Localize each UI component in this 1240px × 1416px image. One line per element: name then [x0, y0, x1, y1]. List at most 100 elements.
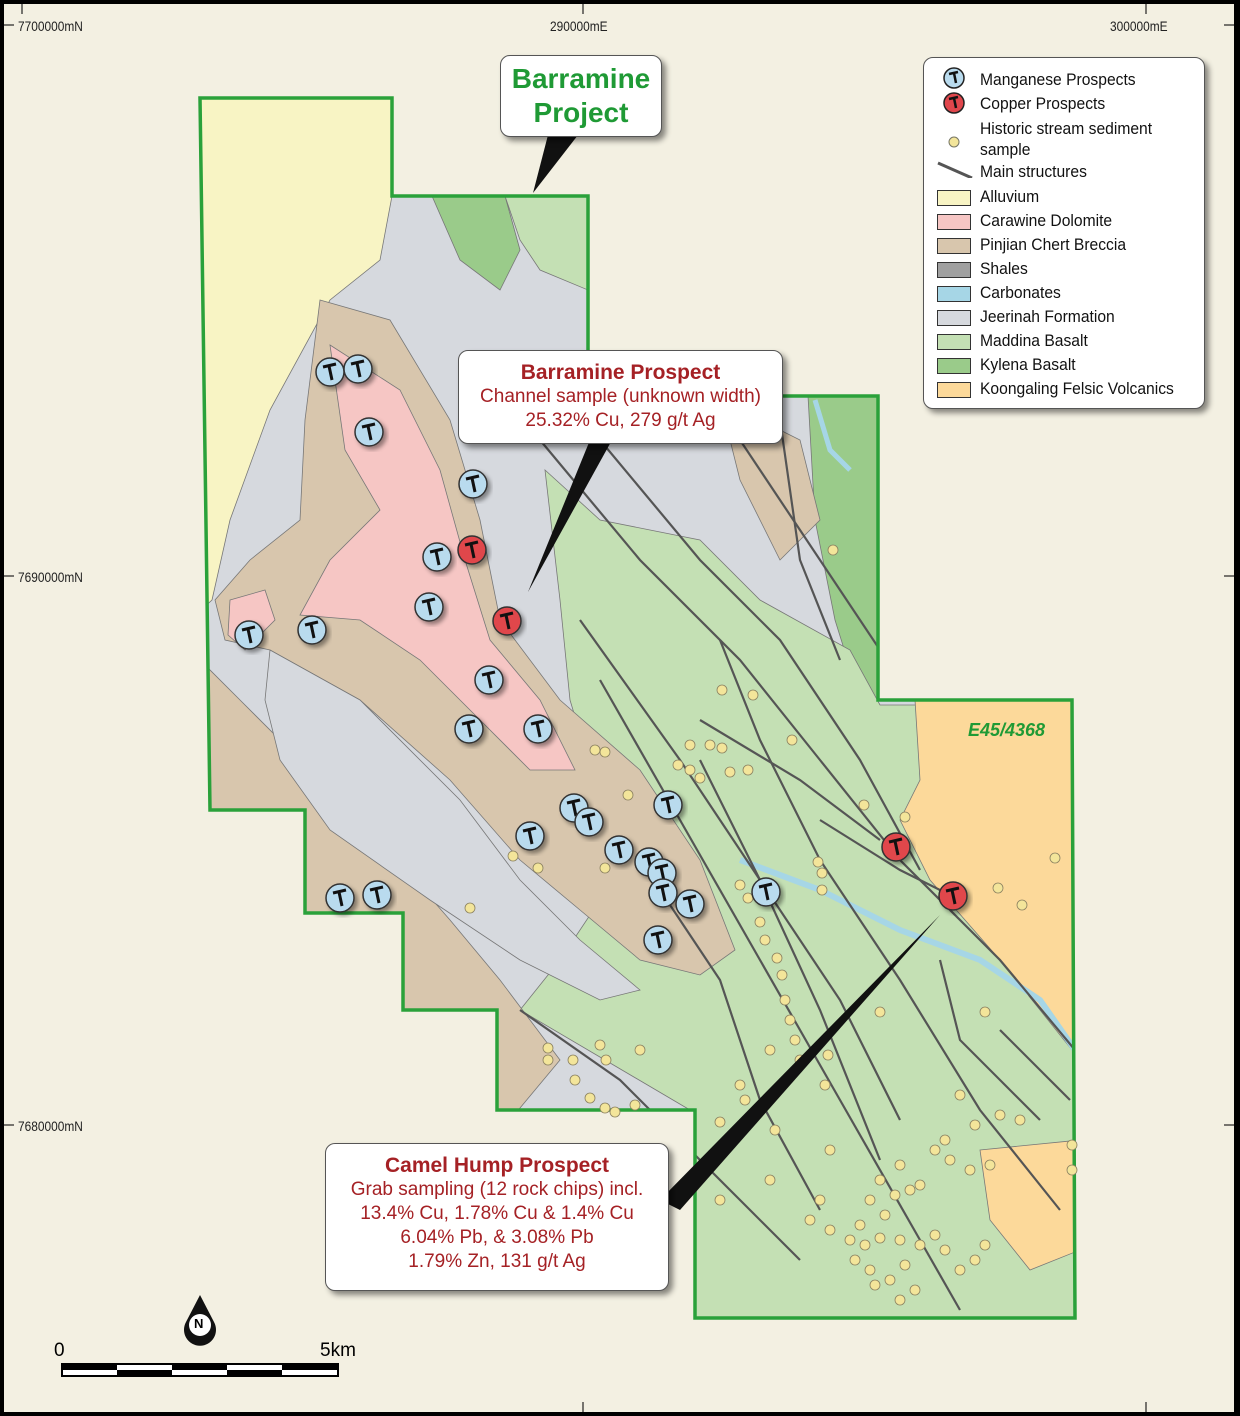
sample-dot-icon	[464, 902, 476, 914]
north-arrow-icon	[183, 1295, 216, 1346]
sample-dot-icon	[884, 1274, 896, 1286]
northing-label: 7700000mN	[18, 18, 83, 34]
sample-dot-icon	[969, 1119, 981, 1131]
carbonates-unit	[812, 399, 852, 472]
callout-pointer	[660, 915, 940, 1210]
sample-dot-icon	[954, 1089, 966, 1101]
sample-dot-icon	[994, 1109, 1006, 1121]
legend-label: Manganese Prospects	[980, 70, 1136, 89]
manganese-prospect-icon	[297, 615, 327, 645]
manganese-prospect-icon	[362, 880, 392, 910]
sample-dot-icon	[929, 1229, 941, 1241]
sample-dot-icon	[969, 1254, 981, 1266]
sample-dot-icon	[904, 1184, 916, 1196]
sample-dot-icon	[1014, 1114, 1026, 1126]
sample-dot-icon	[819, 1079, 831, 1091]
sample-dot-icon	[894, 1159, 906, 1171]
copper-prospect-icon	[938, 881, 968, 911]
sample-dot-icon	[864, 1194, 876, 1206]
sample-dot-icon	[754, 916, 766, 928]
sample-dot-icon	[634, 1044, 646, 1056]
copper-prospect-icon	[492, 606, 522, 636]
sample-dot-icon	[694, 772, 706, 784]
sample-dot-icon	[532, 862, 544, 874]
manganese-prospect-icon	[515, 821, 545, 851]
tenement-boundary	[198, 96, 1077, 1320]
sample-dot-icon	[979, 1006, 991, 1018]
manganese-prospect-icon	[354, 417, 384, 447]
copper-prospect-icon	[943, 92, 965, 114]
jeerinah-formation-unit	[264, 649, 641, 1001]
sample-dot-icon	[844, 1234, 856, 1246]
copper-prospect-icon	[457, 535, 487, 565]
manganese-prospect-icon	[643, 925, 673, 955]
sample-dot-icon	[629, 1099, 641, 1111]
sample-dot-icon	[849, 1254, 861, 1266]
legend-swatch	[937, 262, 971, 278]
sample-dot-icon	[939, 1134, 951, 1146]
sample-dot-icon	[716, 684, 728, 696]
sample-dot-icon	[914, 1179, 926, 1191]
easting-label: 290000mE	[550, 18, 608, 34]
legend-label: Kylena Basalt	[980, 355, 1076, 374]
sample-dot-icon	[816, 884, 828, 896]
sample-dot-icon	[874, 1232, 886, 1244]
sample-dot-icon	[716, 742, 728, 754]
sample-dot-icon	[914, 1239, 926, 1251]
manganese-prospect-icon	[454, 714, 484, 744]
sample-dot-icon	[894, 1294, 906, 1306]
tenement-label: E45/4368	[968, 720, 1046, 740]
map-legend: Manganese Prospects Copper Prospects His…	[923, 57, 1205, 409]
sample-dot-icon	[814, 1194, 826, 1206]
sample-dot-icon	[964, 1164, 976, 1176]
structure-line-icon	[937, 161, 973, 178]
manganese-prospect-icon	[325, 883, 355, 913]
sample-dot-icon	[734, 879, 746, 891]
sample-dot-icon	[724, 766, 736, 778]
sample-dot-icon	[1066, 1164, 1078, 1176]
sample-dot-icon	[714, 1116, 726, 1128]
callout-line: 25.32% Cu, 279 g/t Ag	[525, 410, 716, 431]
manganese-prospect-icon	[653, 790, 683, 820]
sample-dot-icon	[827, 544, 839, 556]
koongaling-felsic-volcanics-unit	[899, 699, 1075, 1062]
callout-title: Barramine Prospect	[520, 361, 721, 384]
northing-label: 7690000mN	[18, 569, 83, 585]
sample-dot-icon	[894, 1234, 906, 1246]
sample-dot-icon	[858, 799, 870, 811]
sample-dot-icon	[822, 1049, 834, 1061]
manganese-prospect-icon	[943, 67, 965, 89]
prospects	[234, 354, 968, 955]
manganese-prospect-icon	[234, 620, 264, 650]
manganese-prospect-icon	[523, 714, 553, 744]
project-title-line: Project	[533, 97, 629, 128]
sample-dot-icon	[742, 764, 754, 776]
sample-dot-icon	[684, 739, 696, 751]
sample-dot-icon	[584, 1092, 596, 1104]
manganese-prospect-icon	[751, 877, 781, 907]
sample-dot-icon	[759, 934, 771, 946]
sample-dot-icon	[599, 1102, 611, 1114]
sample-dot-icon	[889, 1189, 901, 1201]
sample-dot-icon	[1016, 899, 1028, 911]
sample-dot-icon	[704, 739, 716, 751]
sample-dot-icon	[954, 1264, 966, 1276]
copper-prospect-icon	[881, 832, 911, 862]
manganese-prospect-icon	[574, 807, 604, 837]
sample-dot-icon	[812, 856, 824, 868]
sample-dot-icon	[824, 1224, 836, 1236]
sample-dot-icon	[854, 1219, 866, 1231]
manganese-prospect-icon	[343, 354, 373, 384]
sample-dot-icon	[1049, 852, 1061, 864]
manganese-prospect-icon	[414, 592, 444, 622]
callout-pointer	[533, 135, 578, 193]
sample-dot-icon	[622, 789, 634, 801]
sample-dot-icon	[879, 1209, 891, 1221]
callout-line: 6.04% Pb, & 3.08% Pb	[400, 1227, 594, 1248]
sample-dot-icon	[864, 1264, 876, 1276]
legend-swatch	[937, 358, 971, 374]
legend-label: Copper Prospects	[980, 94, 1106, 113]
scale-end-label: 5km	[320, 1340, 356, 1361]
sample-dot-icon	[734, 1079, 746, 1091]
easting-label: 300000mE	[1110, 18, 1168, 34]
